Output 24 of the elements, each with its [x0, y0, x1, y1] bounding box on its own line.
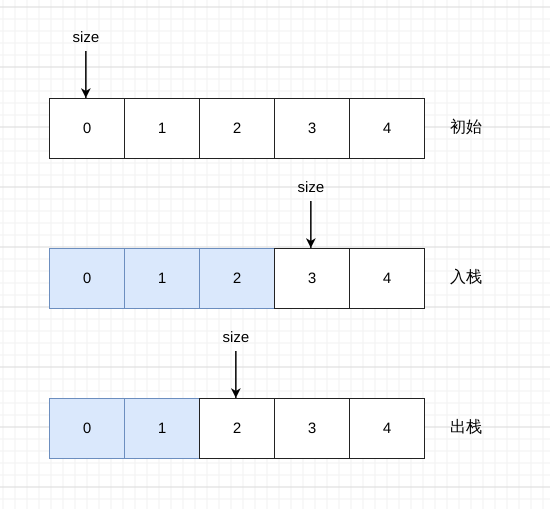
- array-cell: 0: [49, 248, 125, 309]
- row-label: 初始: [450, 119, 482, 137]
- pointer-label: size: [298, 180, 324, 196]
- arrow: [230, 351, 241, 398]
- array-cell: 2: [199, 398, 275, 459]
- array-cell: 1: [124, 398, 200, 459]
- array-cell: 0: [49, 98, 125, 159]
- pointer-label: size: [222, 330, 250, 346]
- array-cell: 1: [124, 248, 200, 309]
- array-cell: 3: [274, 248, 350, 309]
- array-cell: 4: [349, 98, 425, 159]
- array-cell: 3: [274, 98, 350, 159]
- pointer-label: size: [72, 30, 100, 46]
- array-cell: 4: [349, 398, 425, 459]
- array-cell: 3: [274, 398, 350, 459]
- array-cell: 0: [49, 398, 125, 459]
- row-label: 入栈: [450, 269, 482, 287]
- array-cell: 2: [199, 248, 275, 309]
- array-cell: 4: [349, 248, 425, 309]
- arrow: [80, 51, 91, 98]
- arrow: [306, 201, 316, 248]
- array-cell: 1: [124, 98, 200, 159]
- array-cell: 2: [199, 98, 275, 159]
- row-label: 出栈: [450, 419, 482, 437]
